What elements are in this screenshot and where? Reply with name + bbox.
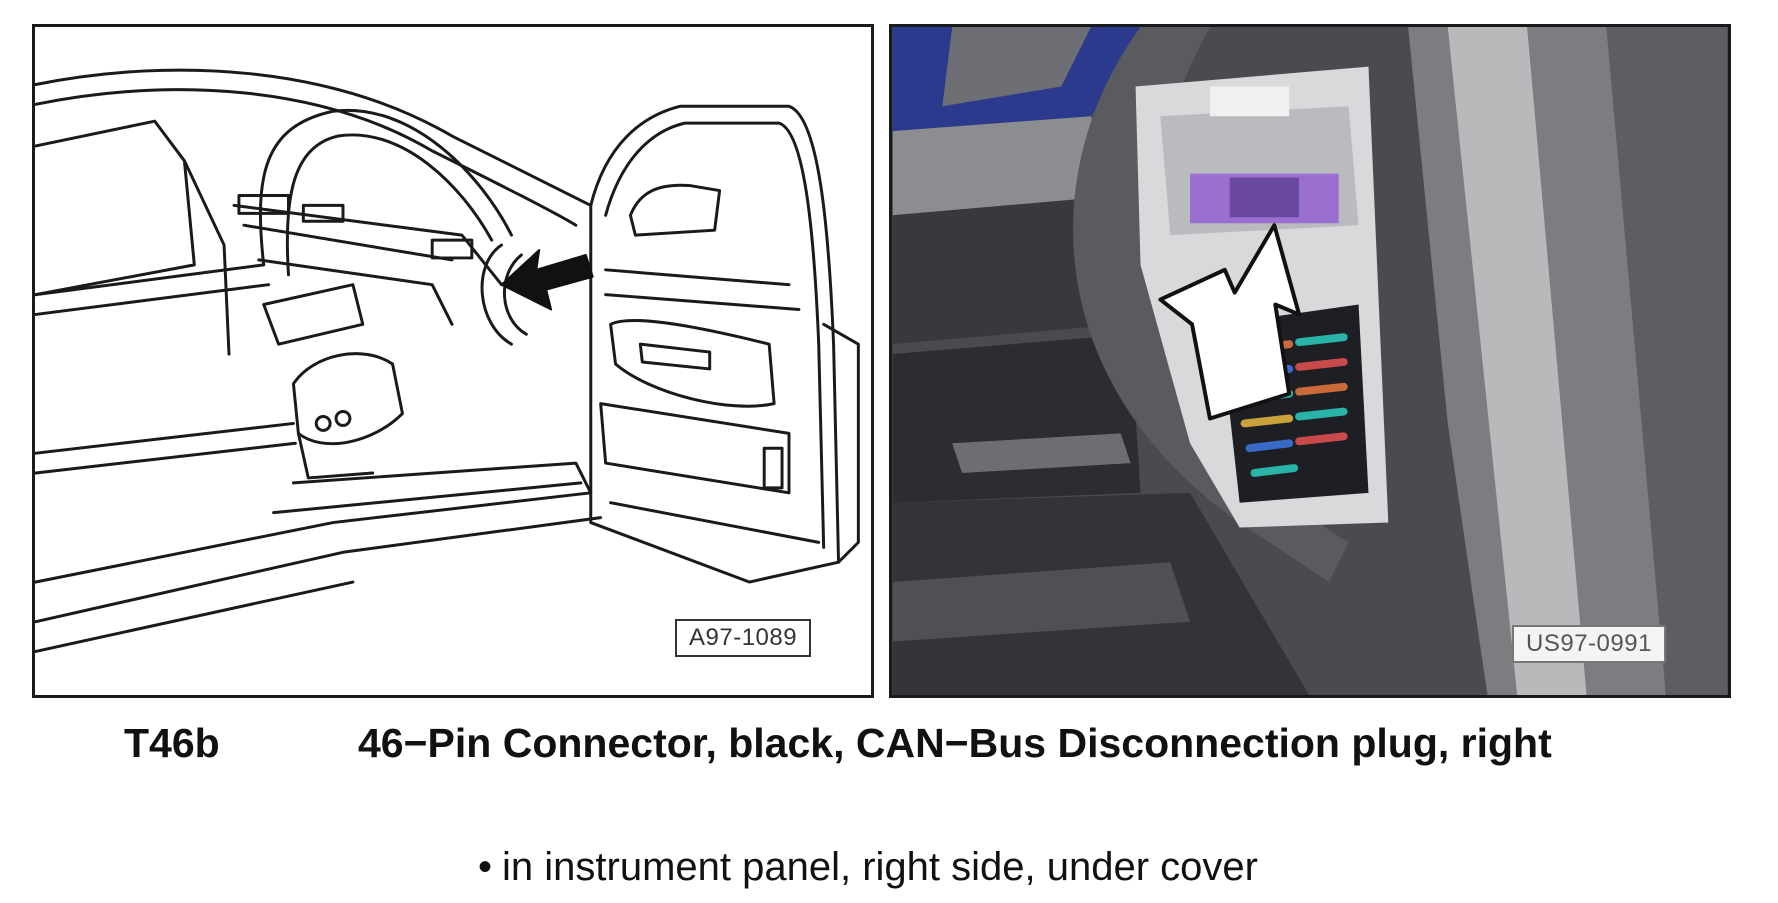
car-door-line-drawing <box>35 68 860 653</box>
figure-line-drawing: A97-1089 <box>32 24 874 698</box>
location-text: in instrument panel, right side, under c… <box>502 845 1258 889</box>
instrument-panel-photo <box>892 27 1728 695</box>
location-note: •in instrument panel, right side, under … <box>478 843 1258 891</box>
bullet-icon: • <box>478 845 493 889</box>
figure-reference-code: US97-0991 <box>1512 625 1666 663</box>
figure-reference-code: A97-1089 <box>675 619 812 657</box>
figure-photo: US97-0991 <box>889 24 1731 698</box>
connector-description: 46−Pin Connector, black, CAN−Bus Disconn… <box>358 720 1552 766</box>
connector-code: T46b <box>124 720 220 766</box>
